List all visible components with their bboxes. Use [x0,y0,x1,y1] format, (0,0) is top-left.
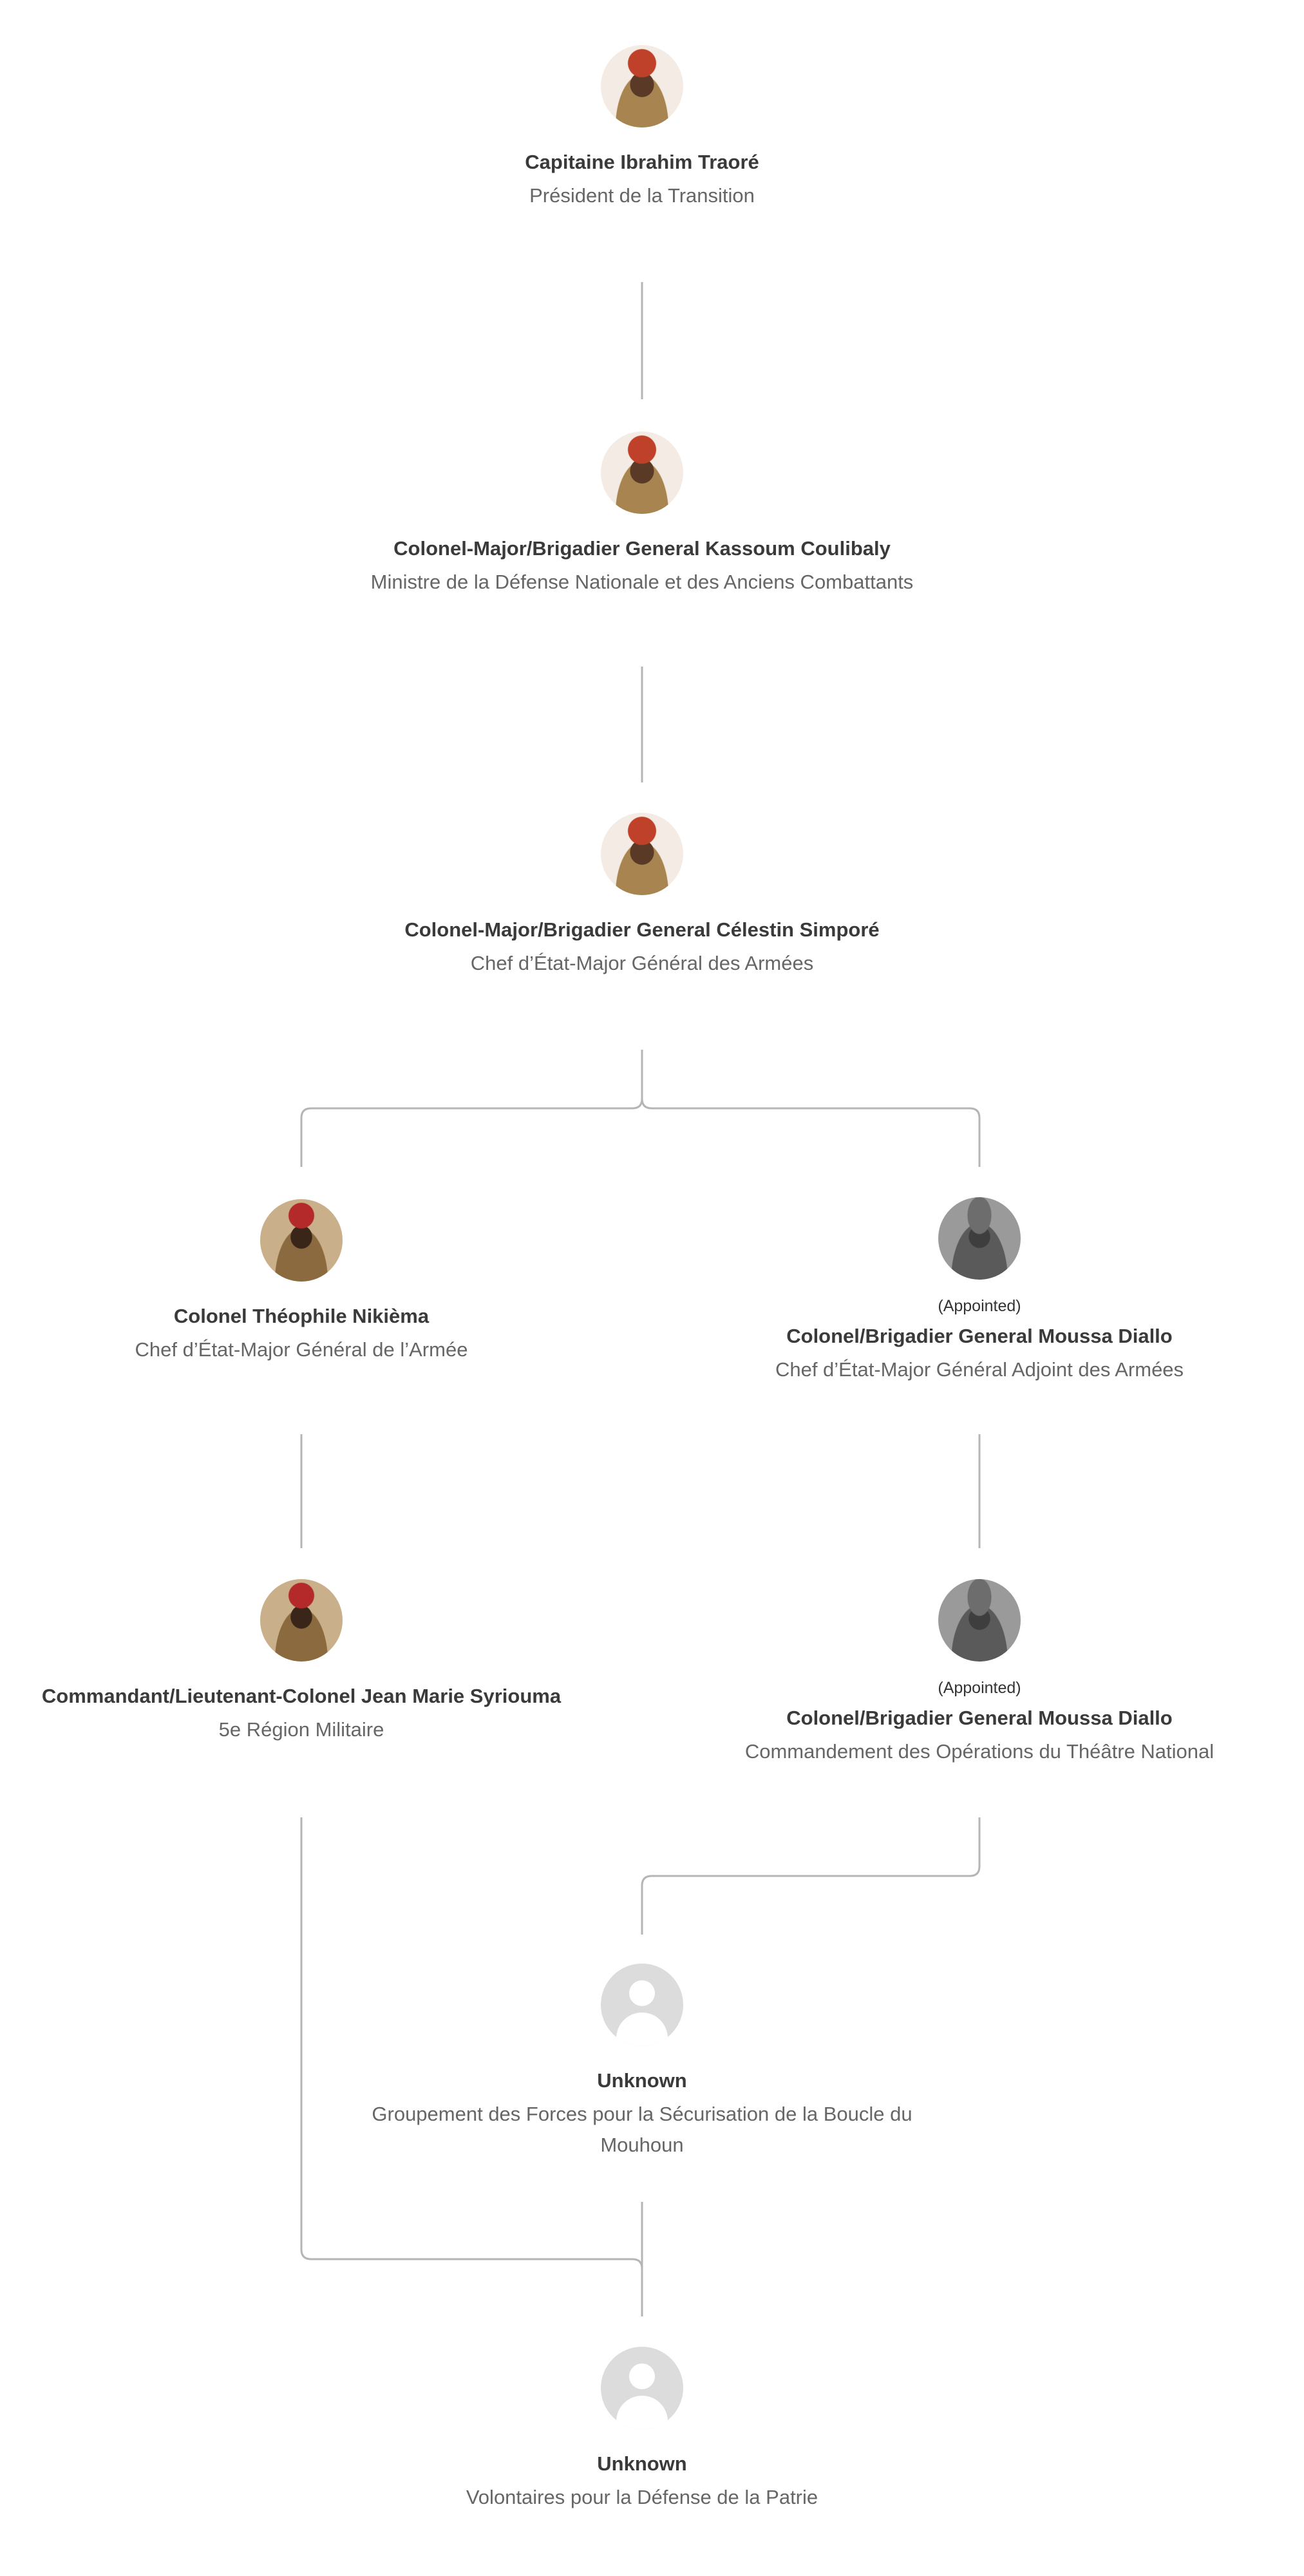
org-node-theatre-operations[interactable]: (Appointed) Colonel/Brigadier General Mo… [657,1579,1301,1767]
node-title: Chef d’État-Major Général Adjoint des Ar… [775,1358,1184,1381]
avatar [601,813,683,895]
avatar [260,1579,343,1662]
org-node-president[interactable]: Capitaine Ibrahim Traoré Président de la… [320,45,964,211]
node-title: Commandement des Opérations du Théâtre N… [744,1740,1214,1763]
node-name: Commandant/Lieutenant-Colonel Jean Marie… [41,1685,562,1707]
appointed-label: (Appointed) [938,1679,1021,1697]
org-node-army-chief[interactable]: Colonel Théophile Nikièma Chef d’État-Ma… [0,1199,623,1365]
node-name: Colonel Théophile Nikièma [173,1305,430,1327]
node-name: Colonel-Major/Brigadier General Kassoum … [393,537,891,560]
org-node-chief-of-staff[interactable]: Colonel-Major/Brigadier General Célestin… [320,813,964,979]
node-title: Chef d’État-Major Général de l’Armée [135,1338,468,1361]
node-title: Volontaires pour la Défense de la Patrie [466,2486,818,2508]
node-name: Capitaine Ibrahim Traoré [525,151,759,173]
connector-3-branch [300,1050,981,1167]
node-name: Colonel/Brigadier General Moussa Diallo [786,1707,1173,1729]
avatar [938,1579,1021,1662]
node-name: Unknown [597,2452,687,2475]
connector-5l-7 [300,1817,643,2269]
connector-5r-6 [641,1817,981,1935]
appointed-label: (Appointed) [938,1297,1021,1315]
org-node-5th-military-region[interactable]: Commandant/Lieutenant-Colonel Jean Marie… [0,1579,623,1745]
node-title: Chef d’État-Major Général des Armées [470,952,814,974]
org-node-vdp[interactable]: Unknown Volontaires pour la Défense de l… [320,2347,964,2513]
node-title: Groupement des Forces pour la Sécurisati… [372,2103,912,2156]
node-title: Président de la Transition [529,184,755,207]
node-name: Colonel/Brigadier General Moussa Diallo [786,1325,1173,1347]
node-name: Colonel-Major/Brigadier General Célestin… [404,918,880,941]
avatar [601,45,683,128]
avatar [260,1199,343,1282]
org-node-boucle-du-mouhoun[interactable]: Unknown Groupement des Forces pour la Sé… [320,1964,964,2161]
node-title: 5e Région Militaire [218,1718,384,1741]
org-node-defense-minister[interactable]: Colonel-Major/Brigadier General Kassoum … [320,431,964,598]
avatar [601,431,683,514]
unknown-person-icon [601,2347,683,2429]
avatar [938,1197,1021,1280]
unknown-person-icon [601,1964,683,2046]
node-name: Unknown [597,2069,687,2092]
org-node-deputy-chief[interactable]: (Appointed) Colonel/Brigadier General Mo… [657,1197,1301,1385]
node-title: Ministre de la Défense Nationale et des … [370,571,914,593]
